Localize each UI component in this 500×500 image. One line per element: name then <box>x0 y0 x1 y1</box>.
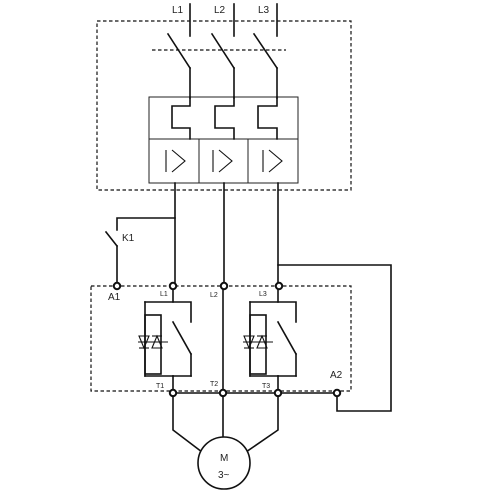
supply-label-l3: L3 <box>258 5 270 16</box>
terminal-label-t3: T3 <box>262 383 270 390</box>
terminal-label-t2: T2 <box>210 381 218 388</box>
terminal-label-a1: A1 <box>108 292 121 303</box>
motor-symbol <box>197 436 251 490</box>
thermal-elements <box>171 96 278 140</box>
terminal-label-t1: T1 <box>156 383 164 390</box>
motor-letter: M <box>220 453 228 464</box>
k1-contact <box>104 217 176 287</box>
thyristor-pair-phase3 <box>243 334 273 350</box>
terminal-label-l1: L1 <box>160 291 168 298</box>
supply-lines <box>189 3 278 37</box>
a2-control-wire <box>277 264 392 412</box>
phase-wires <box>174 182 279 287</box>
supply-label-l2: L2 <box>214 5 226 16</box>
terminal-label-l2: L2 <box>210 292 218 299</box>
k1-label: K1 <box>122 233 135 244</box>
soft-starter-internal-wiring <box>144 286 298 394</box>
motor-leads <box>172 395 279 454</box>
soft-starter-enclosure <box>90 285 352 392</box>
protection-unit-enclosure <box>96 20 352 191</box>
magnetic-trip-symbols <box>165 149 283 173</box>
terminal-label-l3: L3 <box>259 291 267 298</box>
terminal-label-a2: A2 <box>330 370 343 381</box>
supply-label-l1: L1 <box>172 5 184 16</box>
motor-phase: 3~ <box>218 470 230 481</box>
disconnector-contacts <box>166 32 279 99</box>
thyristor-pair-phase1 <box>138 334 168 350</box>
